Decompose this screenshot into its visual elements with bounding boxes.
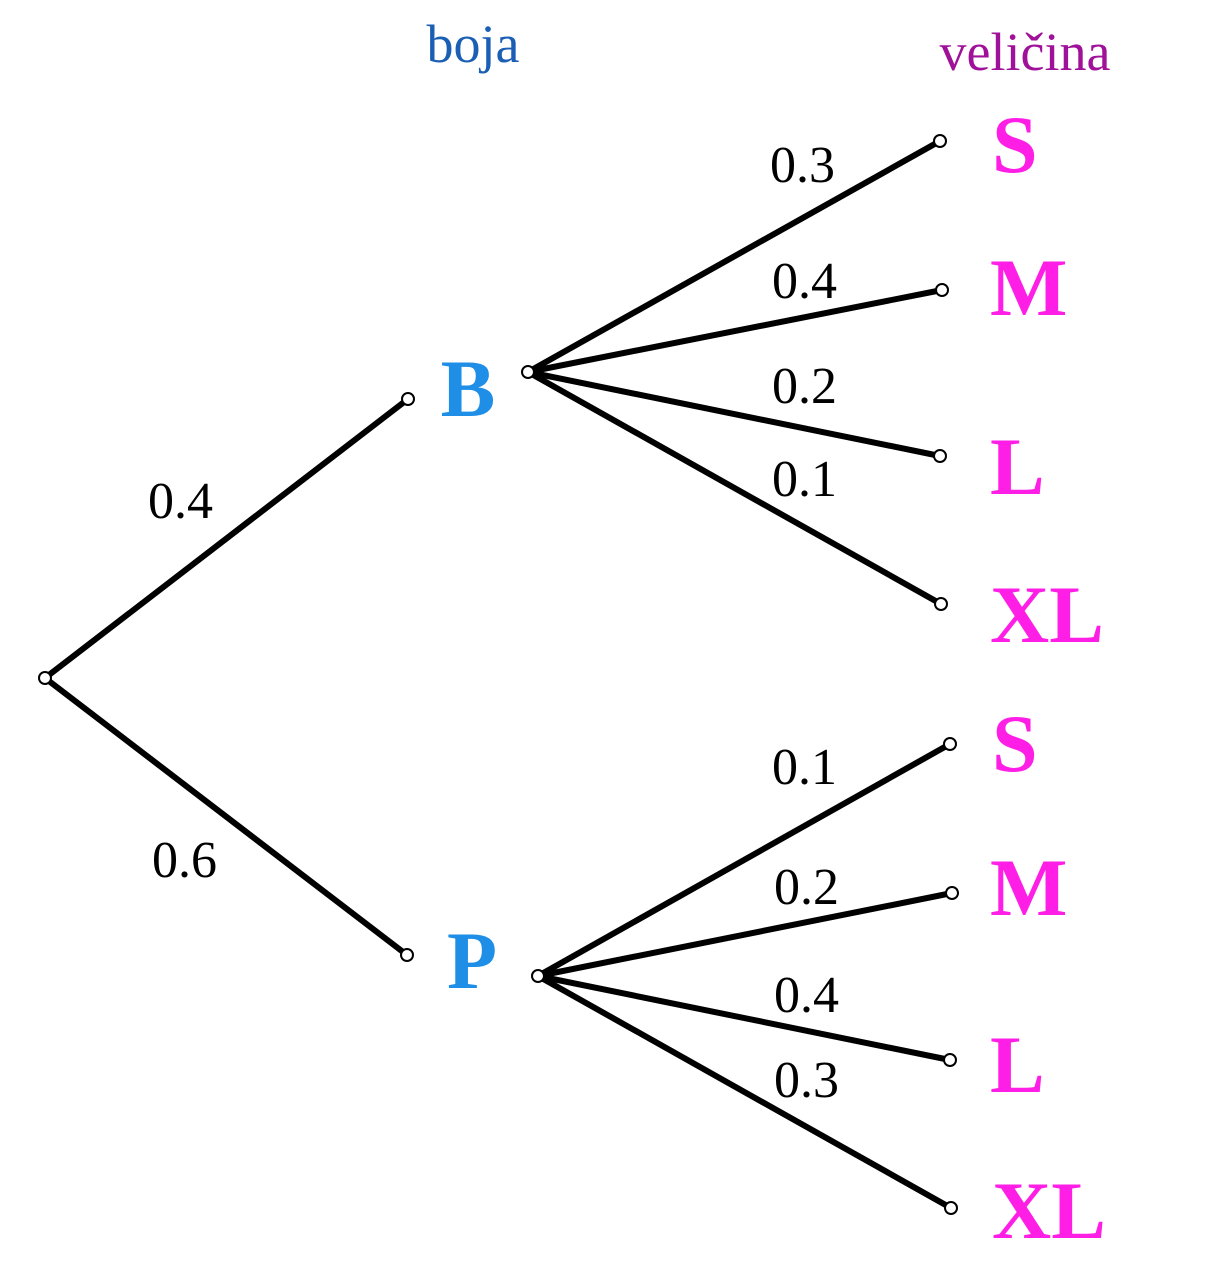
edge-b-s <box>525 138 943 375</box>
node-b-end <box>401 392 415 406</box>
edge-b-l <box>525 369 943 459</box>
edge-root-b <box>42 396 411 681</box>
node-b-xl <box>934 597 948 611</box>
node-label-b: B <box>441 343 496 434</box>
leaf-label-p-xl: XL <box>992 1165 1106 1256</box>
node-p-s <box>943 737 957 751</box>
prob-p-m: 0.2 <box>774 859 839 916</box>
leaf-label-p-m: M <box>990 842 1067 933</box>
nodes <box>38 134 959 1215</box>
probability-labels: 0.4 0.6 0.3 0.4 0.2 0.1 0.1 0.2 0.4 0.3 <box>148 137 839 1109</box>
prob-b-m: 0.4 <box>772 253 837 310</box>
leaf-label-p-s: S <box>992 698 1038 789</box>
leaf-labels: S M L XL S M L XL <box>990 99 1106 1256</box>
edge-p-l <box>535 973 953 1063</box>
node-p-m <box>945 886 959 900</box>
edge-p-s <box>535 741 953 979</box>
node-root <box>38 671 52 685</box>
prob-b-s: 0.3 <box>770 137 835 194</box>
node-b-m <box>935 283 949 297</box>
node-b-l <box>933 449 947 463</box>
edge-p-xl <box>535 973 954 1211</box>
leaf-label-b-m: M <box>990 242 1067 333</box>
edge-b-m <box>525 287 945 375</box>
prob-p-xl: 0.3 <box>774 1052 839 1109</box>
node-b-start <box>521 365 535 379</box>
prob-p: 0.6 <box>152 832 217 889</box>
header-boja: boja <box>427 14 520 74</box>
node-p-xl <box>944 1201 958 1215</box>
prob-b-xl: 0.1 <box>772 451 837 508</box>
leaf-label-p-l: L <box>990 1019 1045 1110</box>
prob-b-l: 0.2 <box>772 358 837 415</box>
node-p-start <box>531 969 545 983</box>
edges <box>42 138 955 1211</box>
node-p-end <box>400 948 414 962</box>
leaf-label-b-l: L <box>990 421 1045 512</box>
node-b-s <box>933 134 947 148</box>
edge-p-m <box>535 890 955 979</box>
header-velicina: veličina <box>940 22 1111 82</box>
leaf-label-b-s: S <box>992 99 1038 190</box>
prob-p-s: 0.1 <box>772 739 837 796</box>
prob-p-l: 0.4 <box>774 967 839 1024</box>
node-p-l <box>943 1053 957 1067</box>
edge-b-xl <box>525 369 944 607</box>
edge-root-p <box>42 675 410 958</box>
leaf-label-b-xl: XL <box>990 569 1104 660</box>
prob-b: 0.4 <box>148 473 213 530</box>
node-label-p: P <box>447 915 497 1006</box>
